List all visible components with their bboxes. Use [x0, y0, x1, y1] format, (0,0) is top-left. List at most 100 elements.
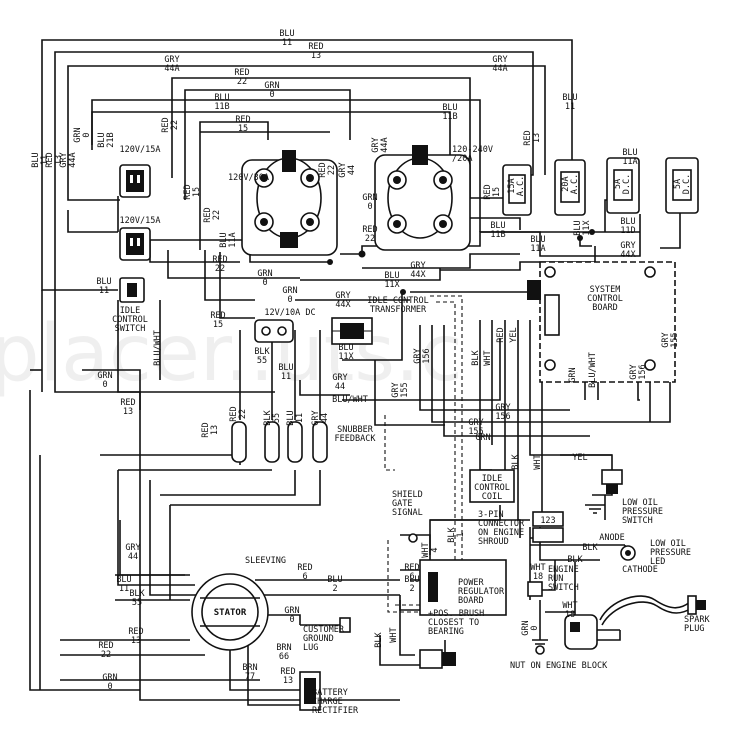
- label-line: CHARGE: [312, 697, 343, 707]
- label-line: GRY: [492, 55, 507, 65]
- label-line: COIL: [482, 492, 502, 502]
- idle-control-switch: [119, 277, 145, 303]
- label-line: CUSTOMER: [303, 625, 345, 635]
- label-line: CONTROL: [112, 315, 148, 325]
- idle-control-coil: [469, 469, 515, 503]
- label-line: BLU: [338, 343, 353, 353]
- label-line: WHT: [389, 627, 399, 642]
- label-line: GRY: [125, 543, 140, 553]
- label-line: 11X: [582, 219, 592, 235]
- label-line: 120V/30A: [228, 173, 269, 183]
- label-line: ANODE: [599, 533, 625, 543]
- label-line: 120V/15A: [120, 145, 161, 155]
- label-line: BLK: [511, 453, 521, 469]
- label-line: 13: [123, 407, 133, 417]
- label-line: BRN: [276, 643, 291, 653]
- label-line: RED: [362, 225, 377, 235]
- wire-label-blu-wht-left: BLU/WHT: [153, 330, 163, 366]
- component-label-nut-on-engine-block: NUT ON ENGINE BLOCK: [510, 661, 608, 671]
- component-label-cathode: CATHODE: [622, 565, 658, 575]
- label-line: PRESSURE: [650, 548, 691, 558]
- label-line: 156: [422, 348, 432, 363]
- label-line: 11: [281, 372, 291, 382]
- label-line: BLU: [620, 217, 635, 227]
- label-line: 11: [119, 584, 129, 594]
- label-line: LOW OIL: [622, 498, 658, 508]
- label-line: 44: [347, 165, 357, 175]
- label-line: GRN: [282, 286, 297, 296]
- label-line: 22: [101, 650, 111, 660]
- label-line: 11A: [622, 157, 637, 167]
- label-line: 22: [327, 165, 337, 175]
- label-line: GRN: [102, 673, 117, 683]
- label-line: BLU: [31, 152, 41, 167]
- label-line: 44A: [492, 64, 507, 74]
- outlet-12v-dc: [254, 319, 294, 343]
- label-line: CONNECTOR: [478, 519, 525, 529]
- label-line: SWITCH: [548, 583, 579, 593]
- label-line: SLEEVING: [245, 556, 286, 566]
- label-line: RED: [128, 627, 143, 637]
- label-line: 6: [302, 572, 307, 582]
- label-line: BLU/WHT: [332, 395, 368, 405]
- pos-brush: [419, 649, 456, 669]
- label-line: BLU: [116, 575, 131, 585]
- label-line: RED: [496, 327, 506, 342]
- label-line: YEL: [572, 453, 587, 463]
- component-label-outlet-120-15-top: 120V/15A: [120, 145, 161, 155]
- label-line: GRN: [362, 193, 377, 203]
- label-line: 18: [565, 610, 575, 620]
- outlet-120v-30a: [241, 150, 338, 256]
- label-line: 120V/15A: [120, 216, 161, 226]
- label-line: CLOSEST TO: [428, 618, 479, 628]
- label-line: 0: [269, 90, 274, 100]
- wire-label-wht-v2: WHT: [533, 454, 543, 469]
- label-line: 13: [532, 133, 542, 143]
- label-line: 156: [495, 412, 510, 422]
- label-line: RED: [234, 68, 249, 78]
- label-line: BLK: [254, 347, 270, 357]
- junction-dots: [327, 229, 595, 295]
- label-line: BOARD: [592, 303, 618, 313]
- label-line: 15: [213, 320, 223, 330]
- label-line: BLU: [490, 221, 505, 231]
- label-line: GRY: [620, 241, 635, 251]
- label-line: 13: [311, 51, 321, 61]
- wire-label-grn-v: GRN: [568, 367, 578, 382]
- wire-label-wht-low: WHT: [389, 627, 399, 642]
- label-line: BLU: [286, 410, 296, 425]
- label-line: 11: [565, 102, 575, 112]
- label-line: 11: [99, 286, 109, 296]
- label-line: BLK: [129, 589, 145, 599]
- label-line: 22: [215, 264, 225, 274]
- label-line: 66: [279, 652, 289, 662]
- label-line: 11D: [620, 226, 635, 236]
- label-line: RED: [483, 184, 493, 199]
- label-line: 6: [409, 572, 414, 582]
